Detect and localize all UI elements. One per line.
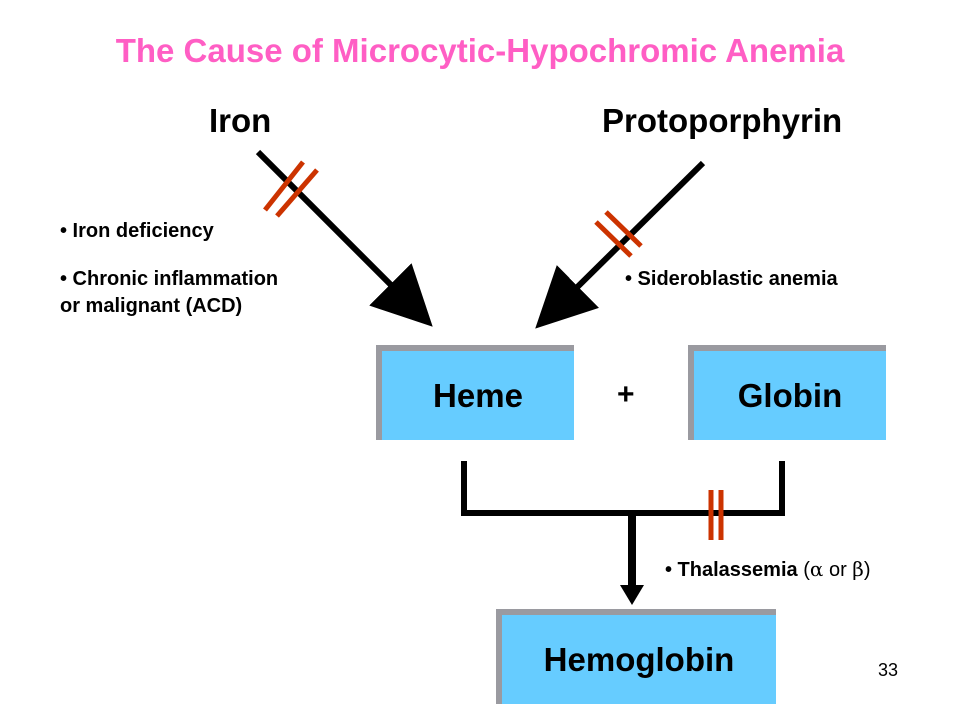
- hemoglobin-label: Hemoglobin: [543, 640, 735, 678]
- iron-to-heme-arrow: [255, 149, 433, 327]
- protoporphyrin-label: Protoporphyrin: [602, 102, 843, 139]
- plus-sign: +: [617, 378, 635, 411]
- cause-chronic-line1: • Chronic inflammation: [60, 268, 279, 290]
- cause-thalassemia: • Thalassemia (α or β): [665, 557, 871, 582]
- globin-box: Globin: [688, 345, 886, 440]
- beta-symbol: β: [852, 557, 864, 581]
- heme-label: Heme: [433, 376, 523, 414]
- thalassemia-label: • Thalassemia: [665, 559, 798, 581]
- protoporphyrin-block-mark: [594, 210, 643, 258]
- page-number: 33: [878, 660, 899, 680]
- thal-open-paren: (: [803, 559, 810, 581]
- slide-title: The Cause of Microcytic-Hypochromic Anem…: [115, 32, 845, 69]
- hemoglobin-box: Hemoglobin: [496, 609, 776, 704]
- globin-label: Globin: [737, 376, 843, 414]
- combine-bracket: [461, 461, 785, 516]
- iron-block-mark: [263, 160, 319, 218]
- to-hemoglobin-arrowhead: [620, 585, 644, 605]
- cause-sideroblastic: • Sideroblastic anemia: [625, 268, 838, 290]
- thal-close-paren: ): [863, 559, 871, 581]
- globin-block-mark: [708, 490, 724, 540]
- alpha-symbol: α: [809, 557, 824, 581]
- protoporphyrin-to-heme-arrow: [535, 160, 706, 329]
- heme-box: Heme: [376, 345, 574, 440]
- thal-or: or: [823, 559, 853, 581]
- cause-iron-deficiency: • Iron deficiency: [60, 220, 214, 242]
- cause-chronic-line2: or malignant (ACD): [60, 295, 243, 317]
- iron-label: Iron: [209, 102, 272, 139]
